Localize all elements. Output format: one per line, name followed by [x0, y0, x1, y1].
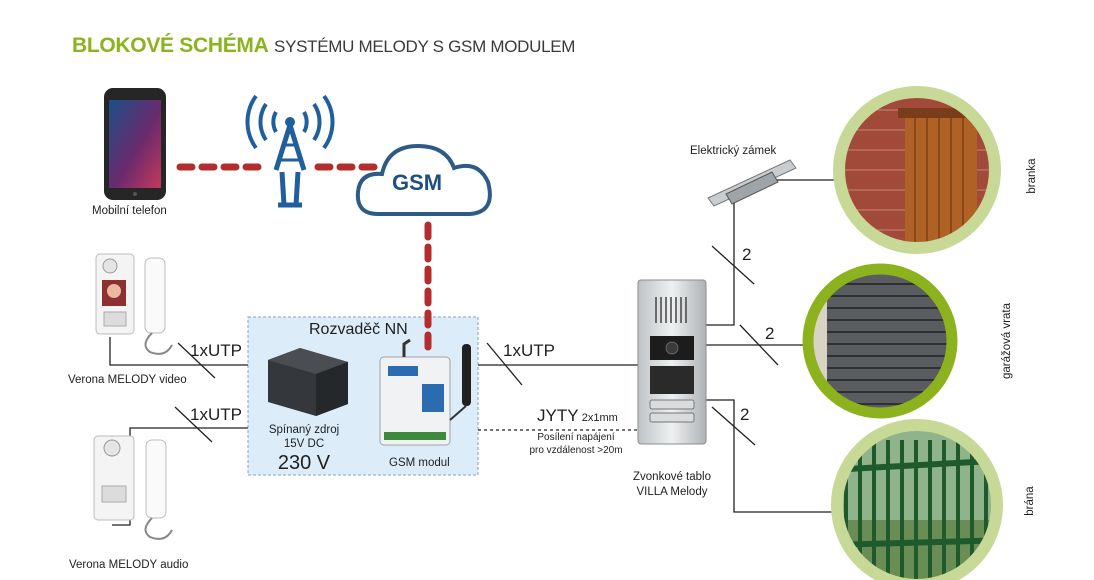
- intercom-handset-icon: [95, 253, 173, 355]
- label-voltage: 230 V: [277, 452, 331, 474]
- label-gate-small: branka: [1026, 158, 1038, 194]
- label-door-panel-2: VILLA Melody: [636, 486, 708, 498]
- gsm-link: [176, 163, 432, 356]
- label-power-supply-2: 15V DC: [283, 438, 325, 450]
- label-power-supply-1: Spínaný zdroj: [268, 424, 340, 436]
- label-mobile: Mobilní telefon: [92, 205, 167, 217]
- title-accent: BLOKOVÉ SCHÉMA: [72, 34, 269, 57]
- label-audio-unit: Verona MELODY audio: [69, 559, 189, 571]
- smartphone-icon: [104, 88, 166, 200]
- label-gsm-module: GSM modul: [389, 457, 450, 469]
- label-wire-count-lock: 2: [742, 245, 752, 264]
- cloud-icon: [355, 143, 492, 216]
- label-utp-2: 1xUTP: [190, 405, 242, 424]
- page-title: BLOKOVÉ SCHÉMA SYSTÉMU MELODY S GSM MODU…: [72, 34, 575, 58]
- label-electric-lock: Elektrický zámek: [690, 145, 777, 157]
- label-utp-3: 1xUTP: [503, 341, 555, 360]
- label-gsm-cloud: GSM: [392, 170, 443, 195]
- label-jyty-type: JYTY: [537, 406, 579, 425]
- door-panel-icon: [637, 279, 707, 445]
- label-door-panel-1: Zvonkové tablo: [633, 471, 711, 483]
- label-jyty: JYTY 2x1mm: [537, 406, 618, 426]
- cables: [109, 179, 842, 526]
- power-supply-icon: [268, 348, 348, 416]
- label-power-boost-1: Posílení napájení: [537, 432, 615, 443]
- garage-door-photo: [802, 263, 958, 419]
- gate-big-photo: [831, 419, 1003, 580]
- label-power-boost-2: pro vzdálenost >20m: [529, 445, 623, 456]
- gate-small-photo: [833, 86, 1001, 254]
- label-video-unit: Verona MELODY video: [68, 374, 187, 386]
- antenna-tower-icon: [245, 94, 335, 208]
- electric-lock-icon: [707, 159, 797, 207]
- intercom-handset-icon: [93, 435, 173, 540]
- label-garage-door: garážová vrata: [1001, 302, 1013, 380]
- title-rest: SYSTÉMU MELODY S GSM MODULEM: [274, 37, 576, 56]
- label-jyty-spec: 2x1mm: [581, 412, 618, 424]
- label-distribution-box: Rozvaděč NN: [309, 321, 408, 338]
- label-wire-count-garage: 2: [765, 324, 775, 343]
- label-gate-big: brána: [1024, 486, 1036, 516]
- label-utp-1: 1xUTP: [190, 341, 242, 360]
- gsm-module-icon: [379, 338, 471, 446]
- label-wire-count-gate: 2: [740, 405, 750, 424]
